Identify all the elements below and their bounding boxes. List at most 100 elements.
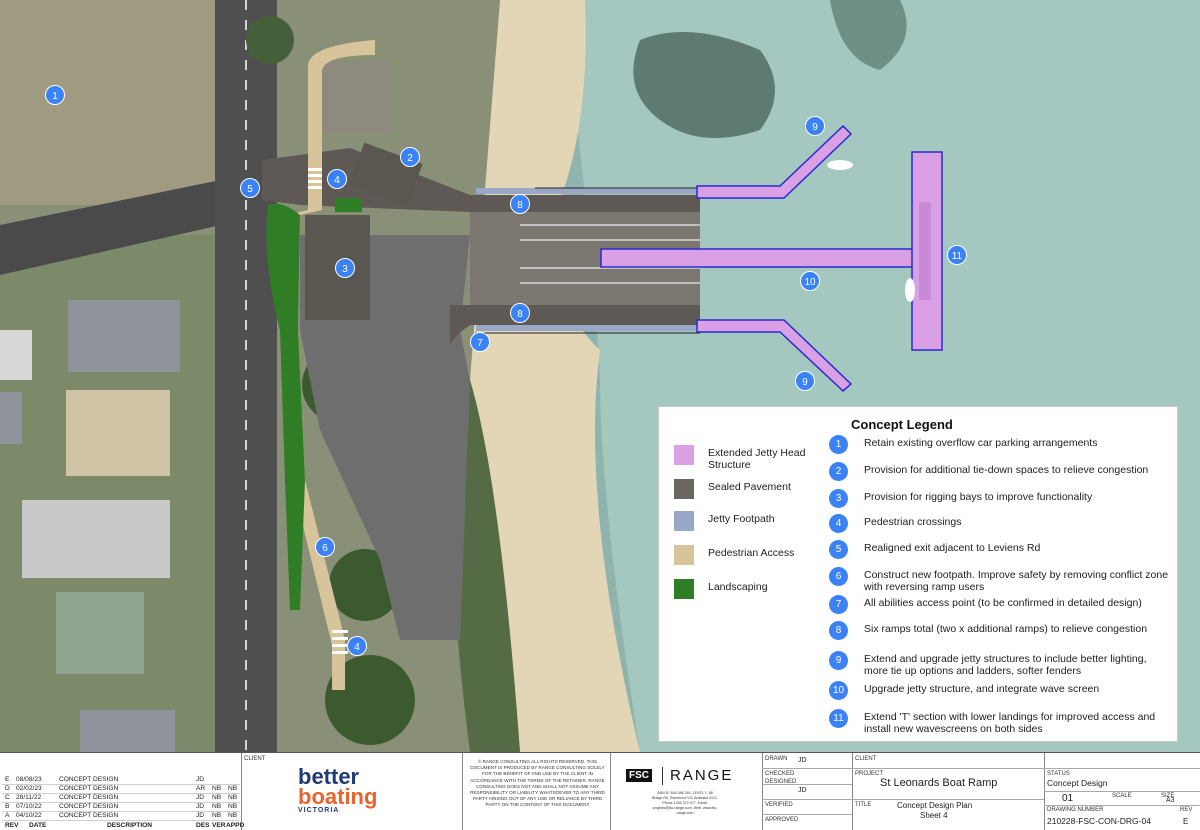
revision-des: JD — [196, 794, 205, 801]
landscaping — [266, 203, 305, 610]
jetty-footpath-south — [476, 325, 698, 331]
marker-label: 2 — [407, 153, 413, 164]
designed-value: JD — [798, 787, 807, 794]
jetty-10 — [600, 248, 915, 268]
marker-circle — [800, 271, 820, 291]
concept-legend: Concept Legend Extended Jetty Head Struc… — [658, 406, 1178, 742]
legend-swatch — [674, 445, 694, 465]
firm-address: ABN 87 644 386 344, LEVEL 1, 88 Bridge R… — [652, 791, 718, 815]
revision-description: CONCEPT DESIGN — [59, 776, 119, 783]
legend-item-text: Provision for additional tie-down spaces… — [864, 464, 1149, 476]
legend-item-number: 11 — [829, 709, 848, 728]
status-value: Concept Design — [1047, 778, 1108, 788]
client-logo: better boating VICTORIA — [298, 766, 408, 815]
house — [80, 710, 175, 752]
revision-rev: A — [5, 812, 10, 819]
approved-label: APPROVED — [765, 817, 799, 823]
marker-label: 8 — [517, 309, 523, 320]
marker-label: 6 — [322, 543, 328, 554]
marker-circle — [795, 371, 815, 391]
legend-key-label: Jetty Footpath — [708, 513, 775, 525]
map-marker: 3 — [335, 258, 355, 278]
revision-header: REV DATE DESCRIPTION DES VER APPD — [2, 821, 244, 830]
firm-logo-fsc: FSC — [626, 769, 652, 782]
legend-item-text: Realigned exit adjacent to Leviens Rd — [864, 542, 1041, 554]
legend-item-text: Extend and upgrade jetty structures to i… — [864, 653, 1147, 677]
map-marker: 4 — [327, 169, 347, 189]
marker-circle — [327, 169, 347, 189]
verified-label: VERIFIED — [765, 802, 793, 808]
marker-label: 11 — [952, 251, 963, 262]
map-marker: 8 — [510, 194, 530, 214]
pedestrian-access — [286, 40, 375, 690]
revision-des: JD — [196, 803, 205, 810]
revision-date: 07/10/22 — [16, 803, 42, 810]
logo-line3: VICTORIA — [298, 807, 340, 814]
description-header: DESCRIPTION — [107, 822, 153, 829]
marker-label: 10 — [804, 277, 816, 288]
leviens-rd — [0, 175, 265, 275]
legend-item-text: Six ramps total (two x additional ramps)… — [864, 623, 1148, 635]
designed-label: DESIGNED — [765, 779, 797, 785]
title-line2: Sheet 4 — [920, 811, 948, 820]
map-marker: 7 — [470, 332, 490, 352]
revision-rev: D — [5, 785, 10, 792]
legend-key-label: Landscaping — [708, 581, 768, 593]
revision-rev: C — [5, 794, 10, 801]
revision-date: 04/10/22 — [16, 812, 42, 819]
legend-item-text: Retain existing overflow car parking arr… — [864, 437, 1098, 449]
tree — [325, 655, 415, 745]
title-label: TITLE — [855, 802, 872, 808]
revision-ver: NB — [212, 812, 222, 819]
firm-logo: FSC RANGE — [626, 767, 746, 787]
house — [0, 330, 32, 380]
size-value: A3 — [1166, 797, 1175, 804]
copyright-notice: © RANGE CONSULTING ALL RIGHTS RESERVED. … — [470, 759, 605, 808]
revision-des: AR — [196, 785, 206, 792]
legend-item-text: Construct new footpath. Improve safety b… — [864, 569, 1169, 593]
tree — [246, 16, 294, 64]
revision-description: CONCEPT DESIGN — [59, 812, 119, 819]
rev-label: REV — [1180, 807, 1193, 813]
marker-circle — [947, 245, 967, 265]
legend-item-number: 2 — [829, 462, 848, 481]
revision-ver: NB — [212, 794, 222, 801]
revision-date: 28/11/22 — [16, 794, 42, 801]
drawing-number-label: DRAWING NUMBER — [1047, 807, 1104, 813]
status-label: STATUS — [1047, 771, 1070, 777]
rev-header: REV — [5, 822, 19, 829]
map-marker: 11 — [947, 245, 967, 265]
legend-swatch — [674, 545, 694, 565]
reef-patches — [633, 32, 775, 138]
legend-item-number: 9 — [829, 651, 848, 670]
map-marker: 6 — [315, 537, 335, 557]
legend-swatch — [674, 511, 694, 531]
appd-header: APPD — [226, 822, 245, 829]
marker-label: 4 — [334, 175, 340, 186]
revision-ver: NB — [212, 803, 222, 810]
drawn-label: DRAWN — [765, 756, 788, 762]
marker-circle — [470, 332, 490, 352]
marker-circle — [510, 194, 530, 214]
jetty-9-north — [696, 124, 853, 199]
revision-description: CONCEPT DESIGN — [59, 803, 119, 810]
house — [0, 392, 22, 444]
house — [68, 300, 180, 372]
revision-ver: NB — [212, 785, 222, 792]
legend-item-number: 10 — [829, 681, 848, 700]
marker-label: 3 — [342, 264, 348, 275]
legend-item-text: Extend 'T' section with lower landings f… — [864, 711, 1156, 735]
revision-rev: E — [5, 776, 10, 783]
revision-des: JD — [196, 776, 205, 783]
marker-label: 9 — [812, 122, 818, 133]
marker-label: 4 — [354, 642, 360, 653]
legend-swatch — [674, 479, 694, 499]
main-road — [215, 0, 277, 752]
legend-item-number: 5 — [829, 540, 848, 559]
map-marker: 9 — [805, 116, 825, 136]
legend-item-number: 6 — [829, 567, 848, 586]
project-label: PROJECT — [855, 771, 884, 777]
